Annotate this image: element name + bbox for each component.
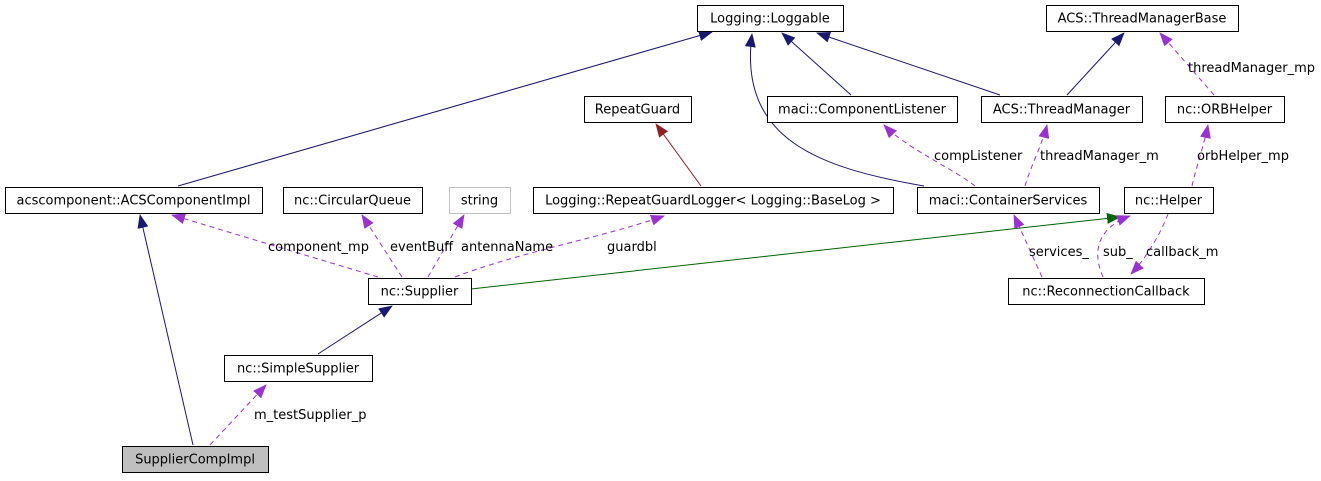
edge-threadmanager-to-loggable bbox=[816, 31, 1001, 96]
node-reconnectioncallback[interactable]: nc::ReconnectionCallback bbox=[1008, 278, 1205, 305]
node-label-threadmanager: ACS::ThreadManager bbox=[993, 103, 1131, 118]
node-box-repeatguardlogger[interactable] bbox=[533, 187, 894, 214]
edge-label-threadmanagermp: threadManager_mp bbox=[1188, 61, 1315, 76]
node-label-componentlistener: maci::ComponentListener bbox=[778, 103, 947, 118]
edge-label-services: services_ bbox=[1029, 245, 1089, 260]
node-threadmanagerbase[interactable]: ACS::ThreadManagerBase bbox=[1046, 5, 1239, 32]
edge-repeatguardlogger-to-repeatguard bbox=[655, 123, 702, 187]
edge-supplier-to-string bbox=[427, 214, 465, 278]
node-label-helper: nc::Helper bbox=[1135, 194, 1203, 209]
edge-labels-layer: threadManager_mp compListener threadManage… bbox=[254, 61, 1315, 423]
edge-helper-to-orbhelper bbox=[1191, 124, 1211, 187]
edge-containerservices-to-componentlistener bbox=[883, 124, 976, 187]
edge-label-threadmanagerm: threadManager_m bbox=[1040, 149, 1159, 164]
node-label-reconnectioncallback: nc::ReconnectionCallback bbox=[1022, 285, 1190, 300]
edge-label-guardbl: guardbl bbox=[607, 240, 657, 255]
node-label-containerservices: maci::ContainerServices bbox=[929, 194, 1088, 209]
node-box-componentlistener[interactable] bbox=[767, 96, 958, 123]
node-label-orbhelper: nc::ORBHelper bbox=[1177, 103, 1273, 118]
edge-supplier-to-circularqueue bbox=[361, 214, 403, 278]
edge-componentlistener-to-loggable bbox=[781, 32, 852, 96]
node-acscomponentimpl[interactable]: acscomponent::ACSComponentImpl bbox=[5, 187, 263, 214]
node-box-stringnode bbox=[449, 187, 511, 214]
node-supplier[interactable]: nc::Supplier bbox=[368, 278, 472, 305]
node-box-orbhelper[interactable] bbox=[1165, 96, 1285, 123]
edge-label-componentmp: component_mp bbox=[268, 240, 369, 255]
edge-simplesupplier-to-supplier bbox=[317, 305, 393, 355]
node-box-acscomponentimpl[interactable] bbox=[5, 187, 263, 214]
edge-containerservices-to-threadmanager bbox=[1024, 124, 1050, 187]
node-suppliercompimpl[interactable]: SupplierCompImpl bbox=[122, 446, 269, 473]
edge-label-antennaname: antennaName bbox=[461, 240, 553, 255]
node-box-loggable[interactable] bbox=[697, 5, 844, 32]
node-label-acscomponentimpl: acscomponent::ACSComponentImpl bbox=[16, 194, 250, 209]
edge-helper-to-reconnectioncallback bbox=[1130, 213, 1169, 275]
node-label-loggable: Logging::Loggable bbox=[710, 12, 830, 27]
edge-reconnectioncallback-to-helper bbox=[1097, 215, 1131, 278]
edge-containerservices-to-loggable bbox=[744, 33, 925, 187]
node-box-reconnectioncallback[interactable] bbox=[1008, 278, 1205, 305]
edge-label-orbhelpermp: orbHelper_mp bbox=[1197, 149, 1289, 164]
edge-supplier-to-repeatguardlogger bbox=[454, 215, 665, 278]
node-box-suppliercompimpl[interactable] bbox=[122, 446, 269, 473]
edge-label-complistener: compListener bbox=[934, 149, 1023, 164]
node-box-helper[interactable] bbox=[1124, 187, 1214, 214]
node-box-containerservices[interactable] bbox=[917, 187, 1100, 214]
node-label-stringnode: string bbox=[461, 194, 498, 209]
edge-suppliercompimpl-to-acscomponentimpl bbox=[137, 214, 194, 446]
node-containerservices[interactable]: maci::ContainerServices bbox=[917, 187, 1100, 214]
node-box-threadmanager[interactable] bbox=[981, 96, 1143, 123]
node-label-repeatguard: RepeatGuard bbox=[595, 103, 680, 118]
edge-label-mtestsupplierp: m_testSupplier_p bbox=[254, 408, 366, 423]
node-label-simplesupplier: nc::SimpleSupplier bbox=[237, 362, 360, 377]
nodes-layer: Logging::Loggable ACS::ThreadManagerBaseR… bbox=[5, 5, 1285, 473]
node-box-repeatguard[interactable] bbox=[584, 96, 692, 123]
edges-layer bbox=[137, 30, 1215, 446]
node-box-simplesupplier[interactable] bbox=[224, 355, 373, 382]
edge-orbhelper-to-threadmanagerbase bbox=[1159, 32, 1215, 96]
node-componentlistener[interactable]: maci::ComponentListener bbox=[767, 96, 958, 123]
node-label-threadmanagerbase: ACS::ThreadManagerBase bbox=[1058, 12, 1227, 27]
edge-acscomponentimpl-to-loggable bbox=[177, 30, 713, 187]
node-label-supplier: nc::Supplier bbox=[381, 285, 459, 300]
node-loggable[interactable]: Logging::Loggable bbox=[697, 5, 844, 32]
node-repeatguard[interactable]: RepeatGuard bbox=[584, 96, 692, 123]
node-box-supplier[interactable] bbox=[368, 278, 472, 305]
node-box-circularqueue[interactable] bbox=[283, 187, 423, 214]
node-helper[interactable]: nc::Helper bbox=[1124, 187, 1214, 214]
edge-suppliercompimpl-to-simplesupplier bbox=[209, 384, 267, 446]
node-label-repeatguardlogger: Logging::RepeatGuardLogger< Logging::Bas… bbox=[545, 194, 881, 209]
node-circularqueue[interactable]: nc::CircularQueue bbox=[283, 187, 423, 214]
edge-threadmanager-to-threadmanagerbase bbox=[1066, 32, 1125, 96]
edge-label-callbackm: callback_m bbox=[1146, 245, 1218, 260]
node-label-suppliercompimpl: SupplierCompImpl bbox=[135, 453, 255, 468]
edge-reconnectioncallback-to-containerservices bbox=[1013, 214, 1043, 278]
edge-supplier-to-helper bbox=[470, 212, 1121, 290]
node-label-circularqueue: nc::CircularQueue bbox=[294, 194, 411, 209]
edge-label-eventbuff: eventBuff bbox=[390, 240, 454, 255]
edge-label-sub: sub_ bbox=[1103, 245, 1133, 260]
node-simplesupplier[interactable]: nc::SimpleSupplier bbox=[224, 355, 373, 382]
node-threadmanager[interactable]: ACS::ThreadManager bbox=[981, 96, 1143, 123]
node-stringnode: string bbox=[449, 187, 511, 214]
node-orbhelper[interactable]: nc::ORBHelper bbox=[1165, 96, 1285, 123]
node-repeatguardlogger[interactable]: Logging::RepeatGuardLogger< Logging::Bas… bbox=[533, 187, 894, 214]
node-box-threadmanagerbase[interactable] bbox=[1046, 5, 1239, 32]
